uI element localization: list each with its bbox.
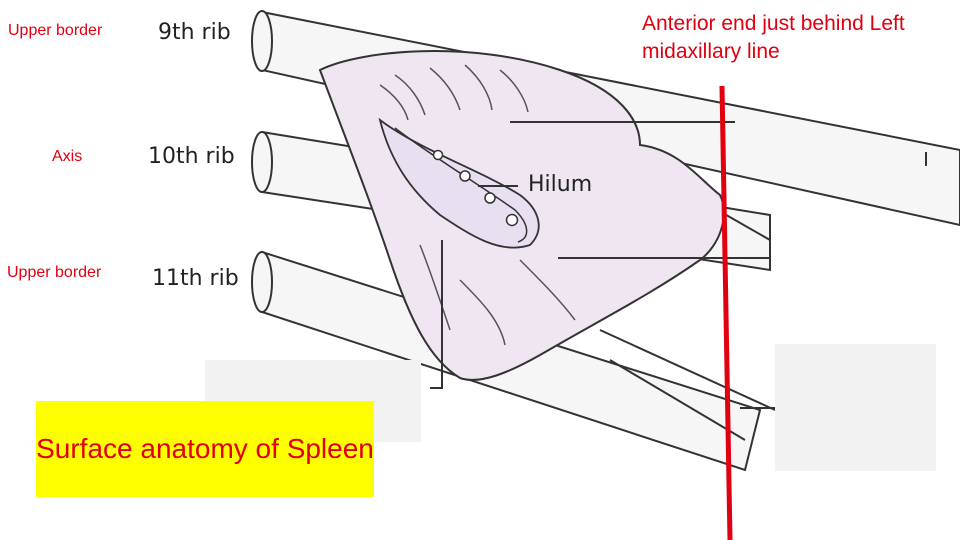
rib-9-label: 9th rib (158, 20, 231, 45)
hilum-label: Hilum (528, 172, 592, 197)
upper-border-label-top: Upper border (8, 22, 102, 40)
anterior-end-label: Anterior end just behind Left midaxillar… (642, 10, 942, 66)
rib-11-label: 11th rib (152, 266, 239, 291)
slide-caption: Surface anatomy of Spleen (36, 401, 374, 497)
upper-border-label-bottom: Upper border (7, 264, 101, 282)
axis-label: Axis (52, 148, 82, 166)
caption-text: Surface anatomy of Spleen (36, 430, 374, 468)
mask-box-right (775, 344, 936, 471)
rib-10-label: 10th rib (148, 144, 235, 169)
